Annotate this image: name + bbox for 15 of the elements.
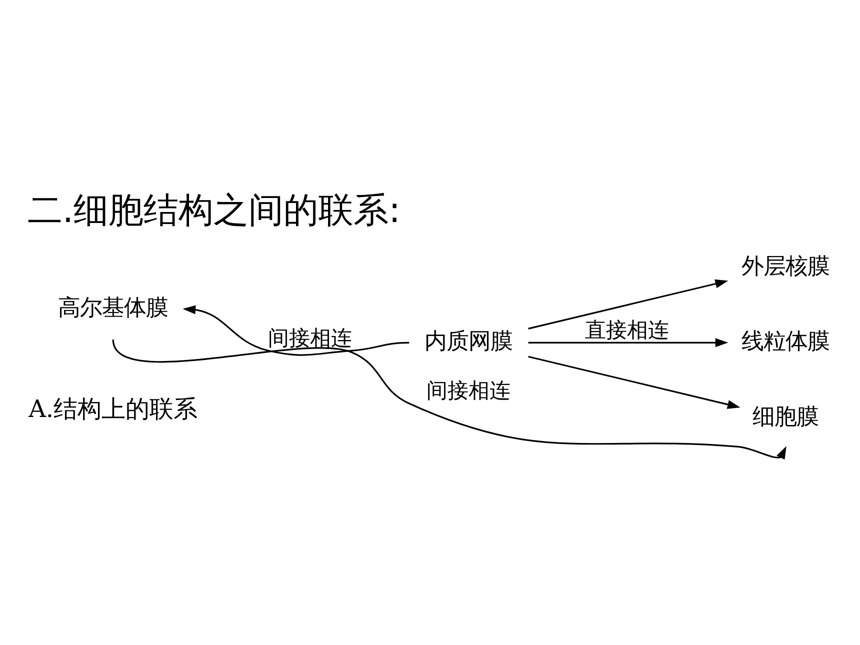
edge-label: 直接相连: [584, 317, 669, 342]
arrow: [528, 355, 740, 408]
arrow: [528, 278, 728, 329]
node-text: 内质网膜: [424, 328, 512, 354]
diagram-title: 二.细胞结构之间的联系:: [27, 189, 400, 230]
label: A.结构上的联系: [28, 394, 198, 423]
node-text: 高尔基体膜: [58, 294, 168, 320]
edge-label: 间接相连: [426, 378, 510, 402]
arrow: [112, 338, 786, 460]
edge-label: 间接相连: [268, 325, 352, 350]
node-text: 外层核膜: [741, 252, 830, 279]
node-text: 细胞膜: [752, 403, 818, 430]
node-text: 线粒体膜: [741, 328, 830, 354]
arrow: [182, 304, 410, 356]
arrow: [528, 338, 728, 347]
